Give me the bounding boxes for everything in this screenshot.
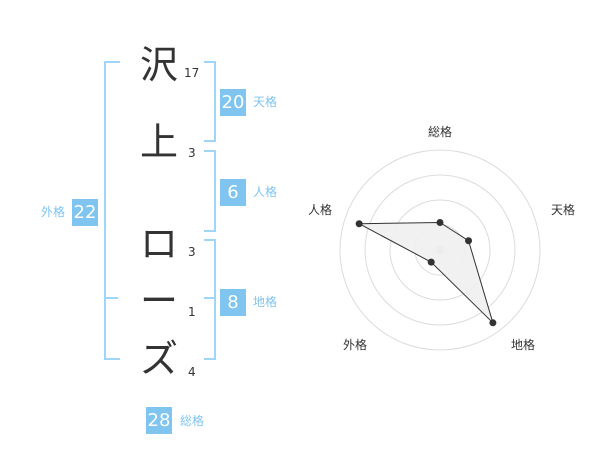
radar-axis-label: 地格: [511, 337, 535, 352]
tenkaku-bracket: [204, 61, 216, 142]
jinkaku-value: 6: [220, 179, 246, 206]
radar-data-point: [427, 258, 435, 266]
name-char-2: 上: [140, 120, 179, 164]
tenkaku-label: 天格: [253, 95, 278, 109]
stroke-count-1: 17: [184, 66, 200, 80]
gaikaku-bracket: [104, 61, 120, 360]
gaikaku-value: 22: [72, 199, 98, 226]
radar-axis-label: 外格: [343, 337, 367, 352]
radar-grid-ring: [389, 199, 491, 301]
stroke-count-4: 1: [188, 305, 196, 319]
radar-grid-ring: [339, 149, 541, 351]
stroke-count-5: 4: [188, 365, 196, 379]
name-char-5: ズ: [140, 337, 179, 381]
radar-series-area: [358, 221, 494, 324]
jinkaku-bracket: [204, 150, 216, 232]
jinkaku-label: 人格: [253, 185, 278, 199]
radar-axis-label: 天格: [551, 202, 575, 217]
gaikaku-bracket-divider: [104, 297, 118, 299]
radar-data-point: [355, 220, 363, 228]
soukaku-value: 28: [146, 407, 172, 434]
radar-axis-label: 総格: [428, 124, 452, 139]
radar-data-point: [489, 319, 497, 327]
name-char-3: ロ: [140, 222, 179, 266]
radar-data-point: [436, 219, 444, 226]
chikaku-label: 地格: [253, 295, 278, 309]
chikaku-bracket-divider: [204, 297, 216, 299]
stroke-count-3: 3: [188, 245, 196, 259]
name-char-4: ー: [140, 279, 179, 323]
radar-grid-ring: [364, 174, 516, 326]
stroke-count-2: 3: [188, 146, 196, 160]
radar-axis-label: 人格: [308, 202, 332, 217]
gaikaku-label: 外格: [41, 205, 66, 219]
name-char-1: 沢: [140, 43, 179, 87]
chikaku-value: 8: [220, 289, 246, 316]
chikaku-bracket: [204, 239, 216, 360]
tenkaku-value: 20: [220, 89, 246, 116]
radar-data-point: [465, 237, 473, 245]
soukaku-label: 総格: [180, 414, 205, 428]
